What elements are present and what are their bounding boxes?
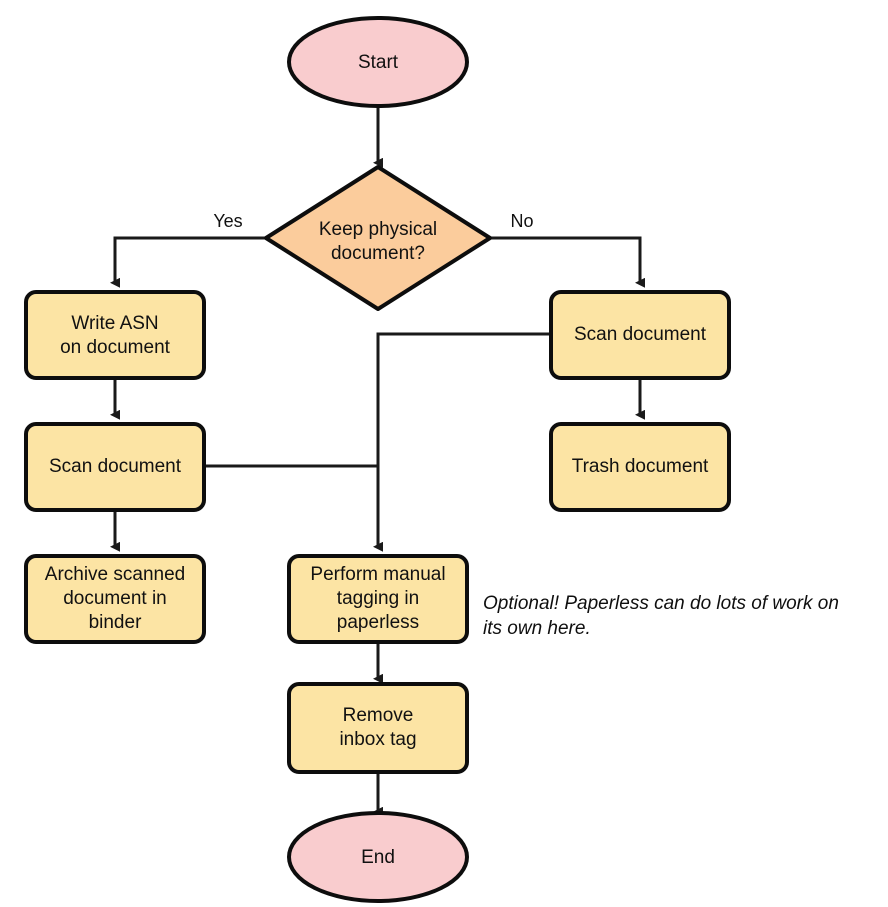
node-archive-scanned-document[interactable]: Archive scanned document in binder: [24, 554, 206, 644]
scan-right-box-shape[interactable]: [549, 290, 731, 380]
archive-box-shape[interactable]: [24, 554, 206, 644]
edge-decision-yes-to-write-asn: [110, 236, 266, 288]
decision-diamond-shape[interactable]: [264, 165, 492, 311]
decision-label-line1: Keep physical: [319, 219, 437, 240]
edge-layer: [110, 104, 645, 817]
node-write-asn-on-document[interactable]: Write ASN on document: [24, 290, 206, 380]
node-decision-keep-physical-document[interactable]: Keep physical document?: [264, 165, 492, 311]
edge-scan-right-to-tagging: [373, 332, 551, 552]
tagging-label-line2: tagging in: [337, 588, 419, 609]
trash-label: Trash document: [572, 456, 709, 477]
tagging-box-shape[interactable]: [287, 554, 469, 644]
scan-left-box-shape[interactable]: [24, 422, 206, 512]
start-label: Start: [358, 52, 399, 73]
tagging-label-line3: paperless: [337, 612, 419, 633]
remove-tag-label-line2: inbox tag: [339, 729, 416, 750]
node-perform-manual-tagging[interactable]: Perform manual tagging in paperless: [287, 554, 469, 644]
decision-label-line2: document?: [331, 243, 425, 264]
archive-label-line3: binder: [89, 612, 142, 633]
scan-left-label: Scan document: [49, 456, 182, 477]
node-start[interactable]: Start: [287, 16, 469, 108]
scan-right-label: Scan document: [574, 324, 707, 345]
node-remove-inbox-tag[interactable]: Remove inbox tag: [287, 682, 469, 774]
remove-tag-label-line1: Remove: [343, 705, 414, 726]
write-asn-label-line1: Write ASN: [71, 313, 158, 334]
edge-label-layer: Yes No: [213, 211, 533, 231]
write-asn-box-shape[interactable]: [24, 290, 206, 380]
node-end[interactable]: End: [287, 811, 469, 903]
edge-label-yes: Yes: [213, 211, 242, 231]
write-asn-label-line2: on document: [60, 337, 171, 358]
archive-label-line2: document in: [63, 588, 167, 609]
node-trash-document[interactable]: Trash document: [549, 422, 731, 512]
tagging-label-line1: Perform manual: [310, 564, 445, 585]
end-ellipse-shape[interactable]: [287, 811, 469, 903]
annotation-optional-note: Optional! Paperless can do lots of work …: [483, 593, 839, 639]
trash-box-shape[interactable]: [549, 422, 731, 512]
archive-label-line1: Archive scanned: [45, 564, 185, 585]
node-scan-document-right[interactable]: Scan document: [549, 290, 731, 380]
edge-label-no: No: [510, 211, 533, 231]
end-label: End: [361, 847, 395, 868]
edge-decision-no-to-scan-right: [490, 236, 645, 288]
node-scan-document-left[interactable]: Scan document: [24, 422, 206, 512]
start-ellipse-shape[interactable]: [287, 16, 469, 108]
remove-tag-box-shape[interactable]: [287, 682, 469, 774]
annotation-line2: its own here.: [483, 618, 591, 639]
annotation-line1: Optional! Paperless can do lots of work …: [483, 593, 839, 614]
